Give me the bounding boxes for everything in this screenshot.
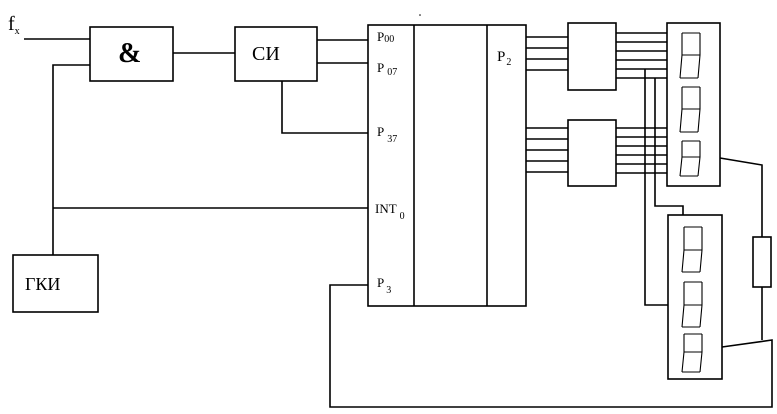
display-lower (667, 214, 723, 380)
wire-p3-loop (329, 284, 773, 408)
port-label-p3: P3 (377, 275, 391, 296)
wire-distribution-1 (644, 69, 668, 306)
wire-distribution-2 (654, 78, 684, 215)
bus-p2-lower (526, 127, 568, 173)
port-label-p00: P00 (377, 29, 394, 45)
counter-label: СИ (252, 43, 280, 65)
port-label-int0: INT0 (375, 201, 405, 222)
and-gate-label: & (118, 38, 141, 69)
bus-driver-to-display-upper (616, 32, 667, 174)
generator-block (12, 254, 99, 313)
and-gate-block (89, 26, 174, 82)
port-label-p2: P2 (497, 49, 511, 68)
wire-counter-to-p37 (281, 81, 368, 134)
driver-block-upper (567, 22, 617, 91)
microcontroller-block (367, 24, 527, 307)
wire-generator-bus (52, 64, 90, 255)
port-label-p37: P37 (377, 124, 397, 145)
bus-p2-upper (526, 36, 568, 71)
resistor (752, 236, 772, 288)
driver-block-lower (567, 119, 617, 187)
input-label-fx: fx (8, 13, 20, 37)
stray-dot (419, 14, 421, 16)
display-upper-digits (679, 32, 701, 177)
display-upper (666, 22, 721, 187)
counter-block (234, 26, 318, 82)
generator-label: ГКИ (25, 274, 60, 294)
display-lower-digits (681, 226, 703, 373)
wire-display-upper-to-resistor (719, 157, 763, 237)
